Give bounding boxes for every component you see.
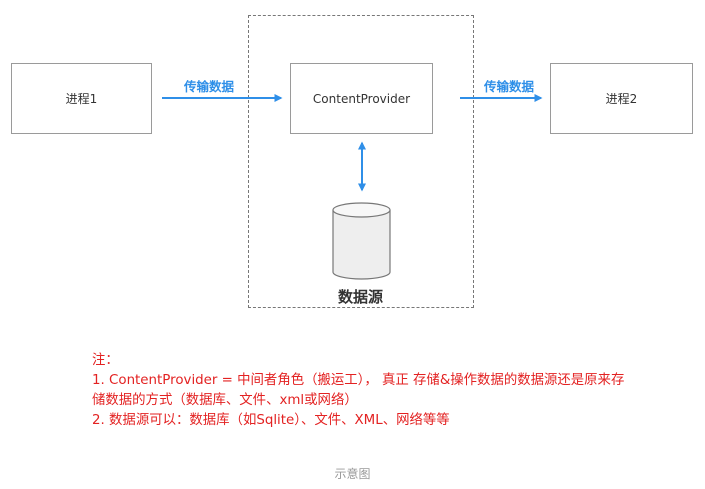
flow-label-left: 传输数据 bbox=[184, 79, 235, 94]
content-provider-label: ContentProvider bbox=[312, 91, 411, 106]
note-line-2: 储数据的方式（数据库、文件、xml或网络） bbox=[92, 393, 358, 408]
data-source-label: 数据源 bbox=[338, 288, 384, 306]
note-line-3: 2. 数据源可以：数据库（如Sqlite）、文件、XML、网络等等 bbox=[92, 413, 450, 428]
process2-box: 进程2 bbox=[550, 63, 693, 134]
database-cylinder-icon bbox=[332, 202, 391, 280]
note-line-1: 1. ContentProvider = 中间者角色（搬运工）， 真正 存储&操… bbox=[92, 373, 625, 388]
process1-label: 进程1 bbox=[65, 92, 98, 106]
content-provider-box: ContentProvider bbox=[290, 63, 433, 134]
note-heading: 注： bbox=[92, 353, 119, 368]
process1-box: 进程1 bbox=[11, 63, 152, 134]
flow-label-right: 传输数据 bbox=[484, 79, 535, 94]
process2-label: 进程2 bbox=[605, 92, 638, 106]
content-provider-boundary bbox=[248, 15, 474, 308]
note-block: 注： 1. ContentProvider = 中间者角色（搬运工）， 真正 存… bbox=[92, 351, 692, 431]
figure-caption: 示意图 bbox=[334, 467, 371, 481]
